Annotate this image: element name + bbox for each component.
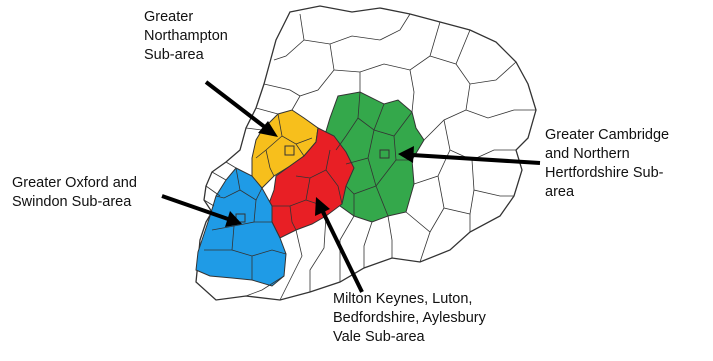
label-northampton: Greater Northampton Sub-area	[144, 8, 228, 65]
arrow-head-oxford	[225, 211, 242, 227]
arrow-head-cambridge	[398, 146, 414, 163]
label-line: Bedfordshire, Aylesbury	[333, 310, 486, 326]
label-line: and Northern	[545, 146, 630, 162]
arrow-cambridge	[411, 153, 541, 165]
arrow-oxford	[161, 194, 229, 221]
label-line: Swindon Sub-area	[12, 194, 132, 210]
label-oxford: Greater Oxford and Swindon Sub-area	[12, 174, 137, 212]
arrow-head-milton-keynes	[315, 197, 330, 216]
arrow-head-northampton	[258, 121, 278, 137]
milton-keynes-sub-area	[267, 127, 355, 239]
arrow-milton-keynes	[320, 209, 364, 293]
label-line: Greater Cambridge	[545, 127, 670, 143]
enclave-marker	[379, 149, 390, 159]
label-line: Greater Oxford and	[12, 175, 137, 191]
label-line: Milton Keynes, Luton,	[333, 291, 473, 307]
label-line: Greater	[144, 9, 194, 25]
arrows	[161, 80, 541, 293]
label-line: Northampton	[144, 28, 228, 44]
label-line: Vale Sub-area	[333, 329, 425, 345]
arrow-northampton	[204, 80, 268, 130]
enclave-marker	[284, 145, 295, 156]
label-line: Hertfordshire Sub-	[545, 165, 664, 181]
label-line: Sub-area	[144, 47, 204, 63]
label-milton-keynes: Milton Keynes, Luton, Bedfordshire, Ayle…	[333, 290, 486, 347]
label-cambridge: Greater Cambridge and Northern Hertfords…	[545, 126, 669, 202]
district-boundaries	[203, 13, 536, 301]
label-line: area	[545, 184, 575, 200]
